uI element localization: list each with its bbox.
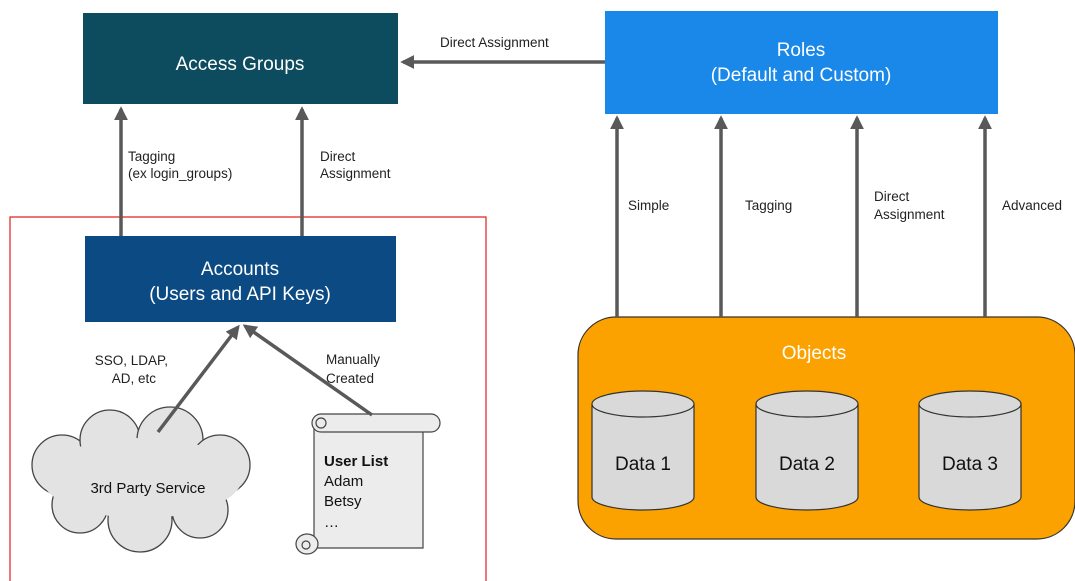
data-2-cylinder: Data 2 [755, 390, 859, 511]
edge-label-sso-2: AD, etc [112, 371, 157, 386]
user-list-title: User List [324, 453, 388, 470]
edge-label-manually: Manually [326, 352, 380, 367]
arrow-sso-to-accounts [156, 324, 240, 434]
edge-label-sso: SSO, LDAP, [95, 353, 168, 368]
edge-label-assignment: Assignment [320, 166, 391, 181]
edge-label-assignment-roles: Assignment [874, 207, 945, 222]
edge-label-direct-roles: Direct [874, 189, 910, 204]
user-list-item: … [324, 514, 339, 531]
user-list-item: Adam [324, 473, 363, 490]
edge-label-tagging-roles: Tagging [745, 198, 792, 213]
edge-label-direct: Direct [320, 149, 356, 164]
accounts-label: Accounts [201, 259, 279, 280]
objects-label: Objects [782, 343, 846, 364]
third-party-label: 3rd Party Service [90, 480, 205, 497]
data-1-cylinder: Data 1 [591, 390, 695, 511]
accounts-sublabel: (Users and API Keys) [149, 284, 331, 305]
accounts-box [85, 236, 396, 322]
third-party-cloud: 3rd Party Service [31, 406, 251, 553]
edge-label-tagging-example: (ex login_groups) [128, 166, 232, 181]
arrow-manual-to-accounts [242, 324, 374, 417]
edge-label-created: Created [326, 371, 374, 386]
edge-label-tagging: Tagging [128, 149, 175, 164]
data-2-label: Data 2 [779, 454, 835, 475]
data-3-label: Data 3 [942, 454, 998, 475]
edge-label-simple: Simple [628, 198, 669, 213]
access-groups-box [83, 13, 398, 104]
data-3-cylinder: Data 3 [918, 390, 1022, 511]
roles-label: Roles [777, 40, 826, 61]
user-list-scroll: User List Adam Betsy … [295, 413, 441, 555]
access-groups-label: Access Groups [176, 54, 305, 75]
edge-label-direct-assignment: Direct Assignment [440, 35, 549, 50]
roles-sublabel: (Default and Custom) [711, 65, 892, 86]
data-1-label: Data 1 [615, 454, 671, 475]
edge-label-advanced: Advanced [1002, 198, 1062, 213]
roles-box [605, 11, 998, 114]
accounts-boundary [9, 216, 487, 581]
user-list-item: Betsy [324, 493, 362, 510]
